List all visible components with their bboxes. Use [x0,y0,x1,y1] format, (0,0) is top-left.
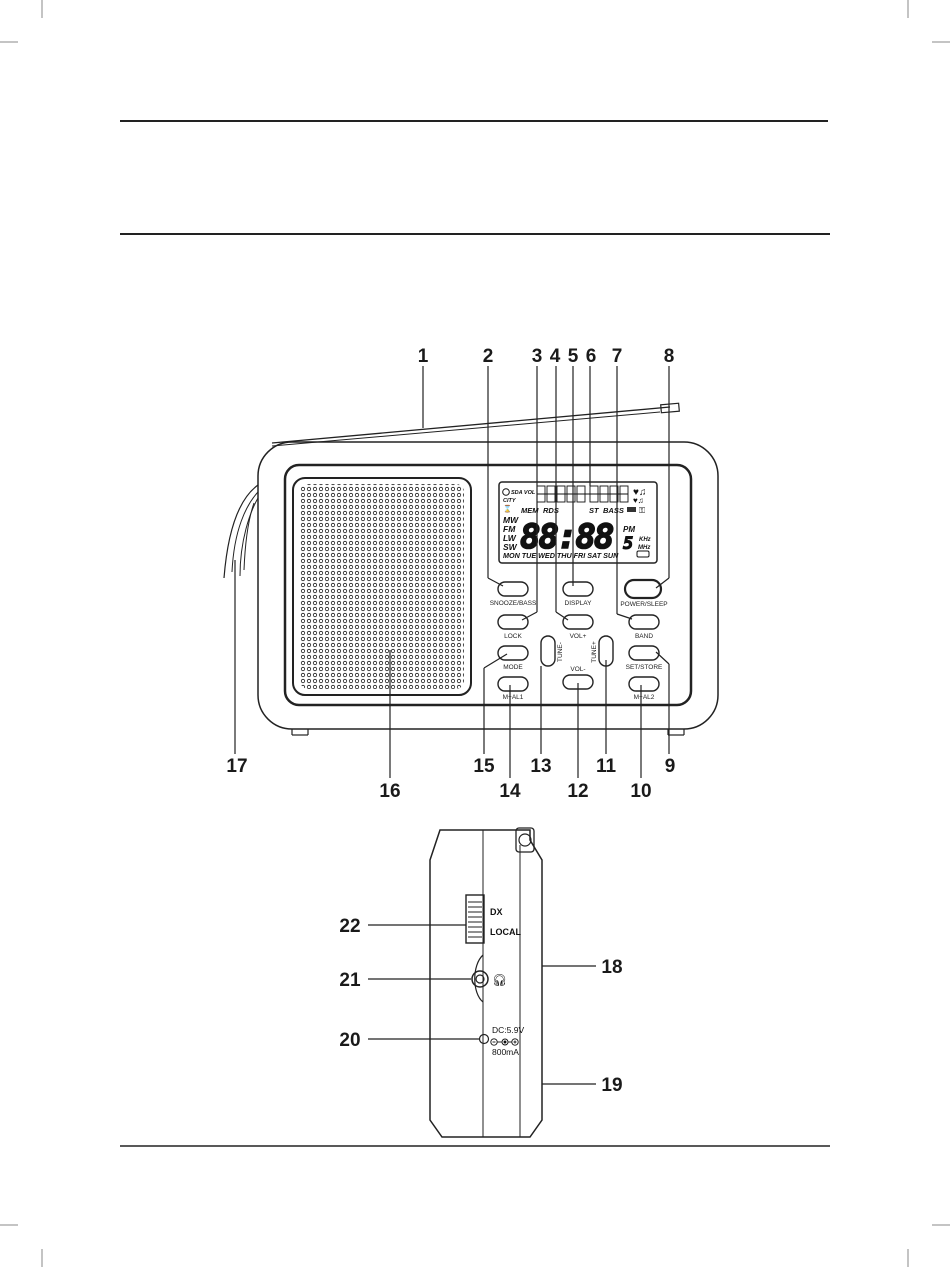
svg-text:⌛: ⌛ [503,504,512,513]
lock-label: LOCK [504,633,522,640]
power-sleep-label: POWER/SLEEP [620,601,667,608]
callout-11: 11 [596,756,617,777]
callout-8: 8 [664,346,675,367]
callout-1: 1 [418,346,429,367]
tune-down-label: TUNE- [557,642,564,662]
polarity-symbol-icon [491,1039,518,1045]
lcd-khz: KHz [639,537,651,543]
vol-down-label: VOL- [570,666,585,673]
svg-text:5: 5 [623,534,633,554]
callout-6: 6 [586,346,597,367]
lcd-pm: PM [623,525,635,534]
lock-button[interactable] [498,615,528,629]
dc-voltage-label: DC:5.9V [492,1025,524,1035]
antenna [272,407,670,443]
callout-16: 16 [379,781,400,802]
band-button[interactable] [629,615,659,629]
callout-19: 19 [601,1075,622,1096]
callout-7: 7 [612,346,623,367]
tune-down-button[interactable] [541,636,555,666]
callout-21: 21 [339,970,361,991]
dx-label: DX [490,907,503,917]
lcd-mhz: MHz [638,545,650,551]
headphone-icon: 🎧︎ [492,973,507,987]
set-store-label: SET/STORE [626,664,663,671]
snooze-bass-button[interactable] [498,582,528,596]
dc-current-label: 800mA [492,1047,519,1057]
mode-button[interactable] [498,646,528,660]
power-sleep-button[interactable] [625,580,661,598]
callout-5: 5 [568,346,579,367]
lcd-content: SDA VOL CITY ♥♫ ♥♫ ⌛ MEM RDS ST BASS ⚿ M… [503,486,651,560]
snooze-bass-label: SNOOZE/BASS [490,600,537,607]
lcd-city: CITY [503,498,517,504]
callout-22: 22 [339,916,360,937]
mode-label: MODE [503,664,523,671]
display-button[interactable] [563,582,593,596]
leader-lines-side [368,925,596,1084]
lcd-weekdays: MON TUE WED THU FRI SAT SUN [503,551,619,560]
local-label: LOCAL [490,927,521,937]
callout-4: 4 [550,346,561,367]
vol-up-label: VOL+ [570,633,587,640]
callout-10: 10 [630,781,651,802]
dc-jack[interactable] [480,1035,489,1044]
set-store-button[interactable] [629,646,659,660]
display-label: DISPLAY [565,600,593,607]
tune-up-label: TUNE+ [591,641,598,663]
m-al1-label: M+AL1 [503,694,524,701]
band-label: BAND [635,633,653,640]
callout-14: 14 [499,781,521,802]
callout-13: 13 [530,756,551,777]
m-al2-label: M+AL2 [634,694,655,701]
side-labels: DX LOCAL 🎧︎ DC:5.9V 800mA [490,907,524,1057]
lcd-sda-vol: SDA VOL [511,490,536,496]
callout-3: 3 [532,346,543,367]
callout-2: 2 [483,346,494,367]
lcd-st: ST [589,506,600,515]
callout-18: 18 [601,957,622,978]
callout-15: 15 [473,756,495,777]
callout-9: 9 [665,756,676,777]
radio-side-view [430,828,542,1137]
svg-text:⚿: ⚿ [639,506,645,515]
m-al2-button[interactable] [629,677,659,691]
callout-12: 12 [567,781,588,802]
vol-up-button[interactable] [563,615,593,629]
m-al1-button[interactable] [498,677,528,691]
callout-20: 20 [339,1030,360,1051]
lcd-bass: BASS [603,506,624,515]
svg-text:♥♫: ♥♫ [633,496,644,505]
callout-17: 17 [226,756,247,777]
